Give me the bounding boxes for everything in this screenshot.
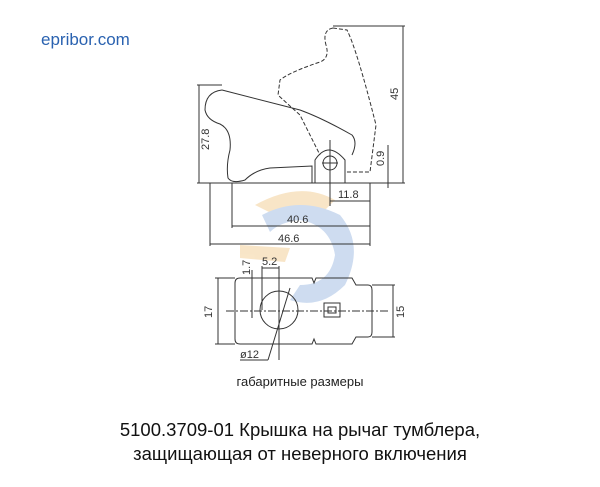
brand-site: epribor.com [41,30,130,49]
title-line-1: 5100.3709-01 Крышка на рычаг тумблера, [119,419,481,440]
dim-11-8: 11.8 [338,189,359,201]
drawing-subtitle: габаритные размеры [236,374,364,389]
dim-46-6: 46.6 [278,233,299,245]
dim-15: 15 [395,306,407,318]
dim-0-9: 0.9 [375,151,387,166]
dim-40-6: 40.6 [287,214,308,226]
dim-5-2: 5.2 [262,256,277,268]
dim-diameter-12: ø12 [240,349,259,361]
dim-1-7: 1.7 [241,260,253,275]
dim-17: 17 [203,306,215,318]
title-line-2: защищающая от неверного включения [133,443,467,464]
dim-27-8: 27.8 [200,129,212,150]
product-title: 5100.3709-01 Крышка на рычаг тумблера, з… [0,418,600,466]
dim-45: 45 [389,88,401,100]
watermark-logo-icon [240,191,354,303]
